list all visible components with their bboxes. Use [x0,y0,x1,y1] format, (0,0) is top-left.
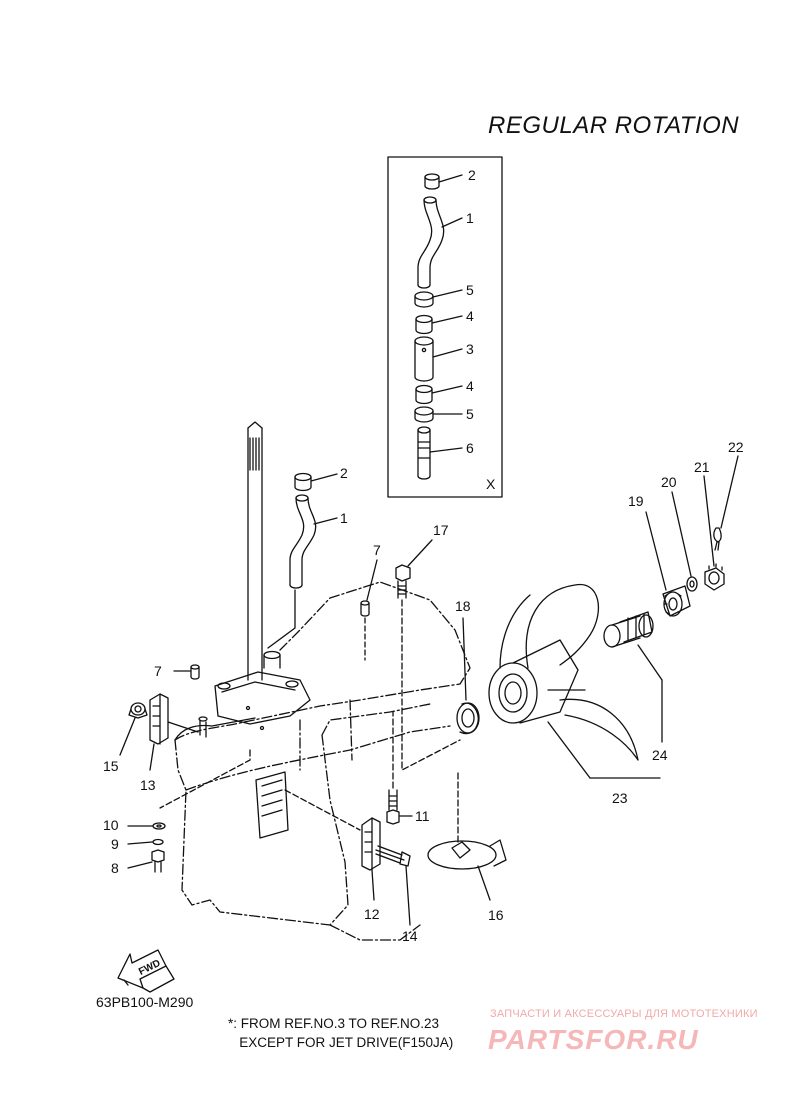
inset-marker: X [486,476,496,492]
callout-main-21: 21 [694,459,710,475]
main-part-21-castle-nut [703,475,725,591]
callout-main-13: 13 [140,777,156,793]
casing-top-housing [174,650,311,741]
callout-main-7a: 7 [373,542,381,558]
main-part-19-washer [645,511,691,617]
inset-part-3-sleeve [414,336,463,382]
callout-main-15: 15 [103,758,119,774]
main-part-11-bolt [386,711,413,825]
inset-part-5-seal-lower [414,406,463,423]
callout-inset-3: 3 [466,341,474,357]
callout-main-12: 12 [364,906,380,922]
callout-main-7b: 7 [154,663,162,679]
main-part-10-washer [127,822,166,830]
main-part-18-oil-seal [456,617,480,735]
fwd-arrow-icon [117,949,175,993]
drive-shaft [247,421,263,681]
callout-main-23: 23 [612,790,628,806]
callout-inset-2: 2 [468,167,476,183]
footnote: *: FROM REF.NO.3 TO REF.NO.23 EXCEPT FOR… [228,1014,453,1052]
callout-main-9: 9 [111,836,119,852]
main-part-23-propeller [488,583,661,779]
watermark-logo: PARTSFOR.RU [488,1024,699,1055]
diagram-title: REGULAR ROTATION [488,112,740,139]
main-part-13-bracket [149,693,208,771]
water-inlet-grille [255,771,289,839]
main-part-1-water-tube [289,494,338,589]
callout-inset-4a: 4 [466,308,474,324]
callout-main-19: 19 [628,493,644,509]
main-part-8-bolt [127,849,165,873]
callout-main-16: 16 [488,907,504,923]
main-part-2-grommet [294,472,338,492]
main-part-14-bolt [375,845,411,926]
callout-main-2: 2 [340,465,348,481]
main-part-7-dowel-pin-upper [360,559,378,661]
callout-main-11: 11 [415,808,430,824]
callout-main-22: 22 [728,439,744,455]
diagram-code: 63PB100-M290 [96,994,194,1010]
inset-part-4-collar-lower [415,384,463,405]
lower-casing-outline [174,581,471,941]
bolt-leader [159,749,251,809]
tube-leader [267,589,296,649]
inset-part-4-collar-upper [415,314,463,335]
main-part-17-bolt [395,539,461,771]
callout-inset-5a: 5 [466,282,474,298]
main-part-20-washer [671,491,698,592]
callout-inset-5b: 5 [466,406,474,422]
callout-main-1: 1 [340,510,348,526]
main-part-15-grommet [119,702,148,756]
main-part-24-spacer [603,611,663,743]
callout-main-20: 20 [661,474,677,490]
main-part-16-anode [427,769,507,901]
main-part-9-lock-washer [127,838,164,846]
main-part-7-dowel-pin-lower [173,664,200,680]
main-part-22-cotter-pin [713,455,739,551]
callout-main-24: 24 [652,747,668,763]
watermark-tagline: ЗАПЧАСТИ И АКСЕССУАРЫ ДЛЯ МОТОТЕХНИКИ [490,1008,758,1020]
inset-box [387,156,503,498]
callout-inset-4b: 4 [466,378,474,394]
callout-inset-6: 6 [466,440,474,456]
inset-part-5-seal-upper [414,289,463,308]
callout-main-10: 10 [103,817,119,833]
callout-inset-1: 1 [466,210,474,226]
callout-main-14: 14 [402,928,418,944]
footnote-line-2: EXCEPT FOR JET DRIVE(F150JA) [228,1035,454,1050]
callout-main-18: 18 [455,598,471,614]
inset-part-6-pipe [417,426,463,480]
main-part-12-holder [284,789,381,901]
callout-main-17: 17 [433,522,449,538]
inset-part-2-grommet [424,173,463,190]
callout-main-8: 8 [111,860,119,876]
footnote-line-1: *: FROM REF.NO.3 TO REF.NO.23 [228,1016,440,1031]
inset-part-1-water-tube [417,196,463,289]
